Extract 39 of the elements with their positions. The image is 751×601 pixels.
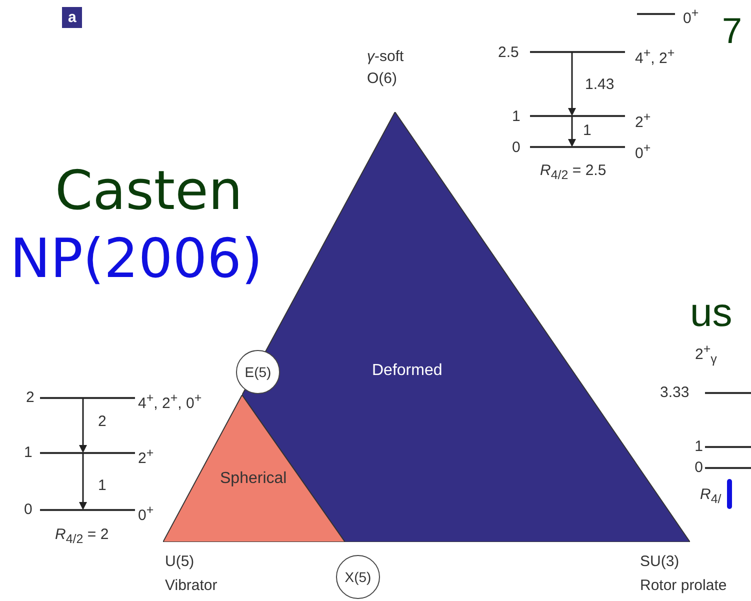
energy-label: 0 <box>24 501 32 519</box>
spin-label: 0$^{+}$ <box>683 5 699 28</box>
vertex-label: U(5) <box>165 553 194 571</box>
spin-label: 2$^{+}$ <box>138 445 154 468</box>
transition-energy: 1 <box>98 477 106 495</box>
spin-label: 0$^{+}$ <box>138 502 154 525</box>
handwritten-note: Casten <box>55 160 243 222</box>
energy-label: 3.33 <box>660 384 690 402</box>
energy-label: 1 <box>694 438 703 456</box>
ratio-label: R$_{4/2}$ = 2 <box>55 526 109 548</box>
spin-label: 0$^{+}$ <box>635 140 651 163</box>
transition-energy: 1.43 <box>585 76 614 94</box>
vertex-label: Vibrator <box>165 577 218 595</box>
spin-label: 4$^{+}$, 2$^{+}$, 0$^{+}$ <box>138 390 202 413</box>
panel-letter: a <box>62 7 82 28</box>
handwritten-note: us <box>690 290 732 336</box>
transition-energy: 2 <box>98 413 106 431</box>
ratio-label: R$_{4/2}$ = 2.5 <box>540 162 606 184</box>
energy-label: 2.5 <box>498 44 519 62</box>
symmetry-point-circle: E(5) <box>236 350 280 394</box>
spin-label: 2$^{+}$ <box>635 109 651 132</box>
energy-label: 1 <box>24 444 32 462</box>
vertex-label: SU(3) <box>640 553 680 571</box>
handwritten-note: NP(2006) <box>10 228 263 290</box>
spherical-region <box>163 395 345 542</box>
vertex-label: γ-soft <box>367 48 404 66</box>
energy-label: 1 <box>512 108 520 126</box>
energy-label: 2 <box>26 389 34 407</box>
ratio-label: R$_{4/}$ <box>700 486 722 508</box>
region-label: Spherical <box>220 470 287 488</box>
energy-label: 0 <box>694 459 703 477</box>
vertex-label: Rotor prolate <box>640 577 727 595</box>
vertex-label: O(6) <box>367 70 397 88</box>
transition-energy: 1 <box>583 122 592 140</box>
spin-label: 4$^{+}$, 2$^{+}$ <box>635 45 675 68</box>
energy-label: 0 <box>512 139 520 157</box>
handwritten-note: 7 <box>722 10 742 52</box>
region-label: Deformed <box>372 362 442 380</box>
symmetry-point-circle: X(5) <box>336 555 380 599</box>
